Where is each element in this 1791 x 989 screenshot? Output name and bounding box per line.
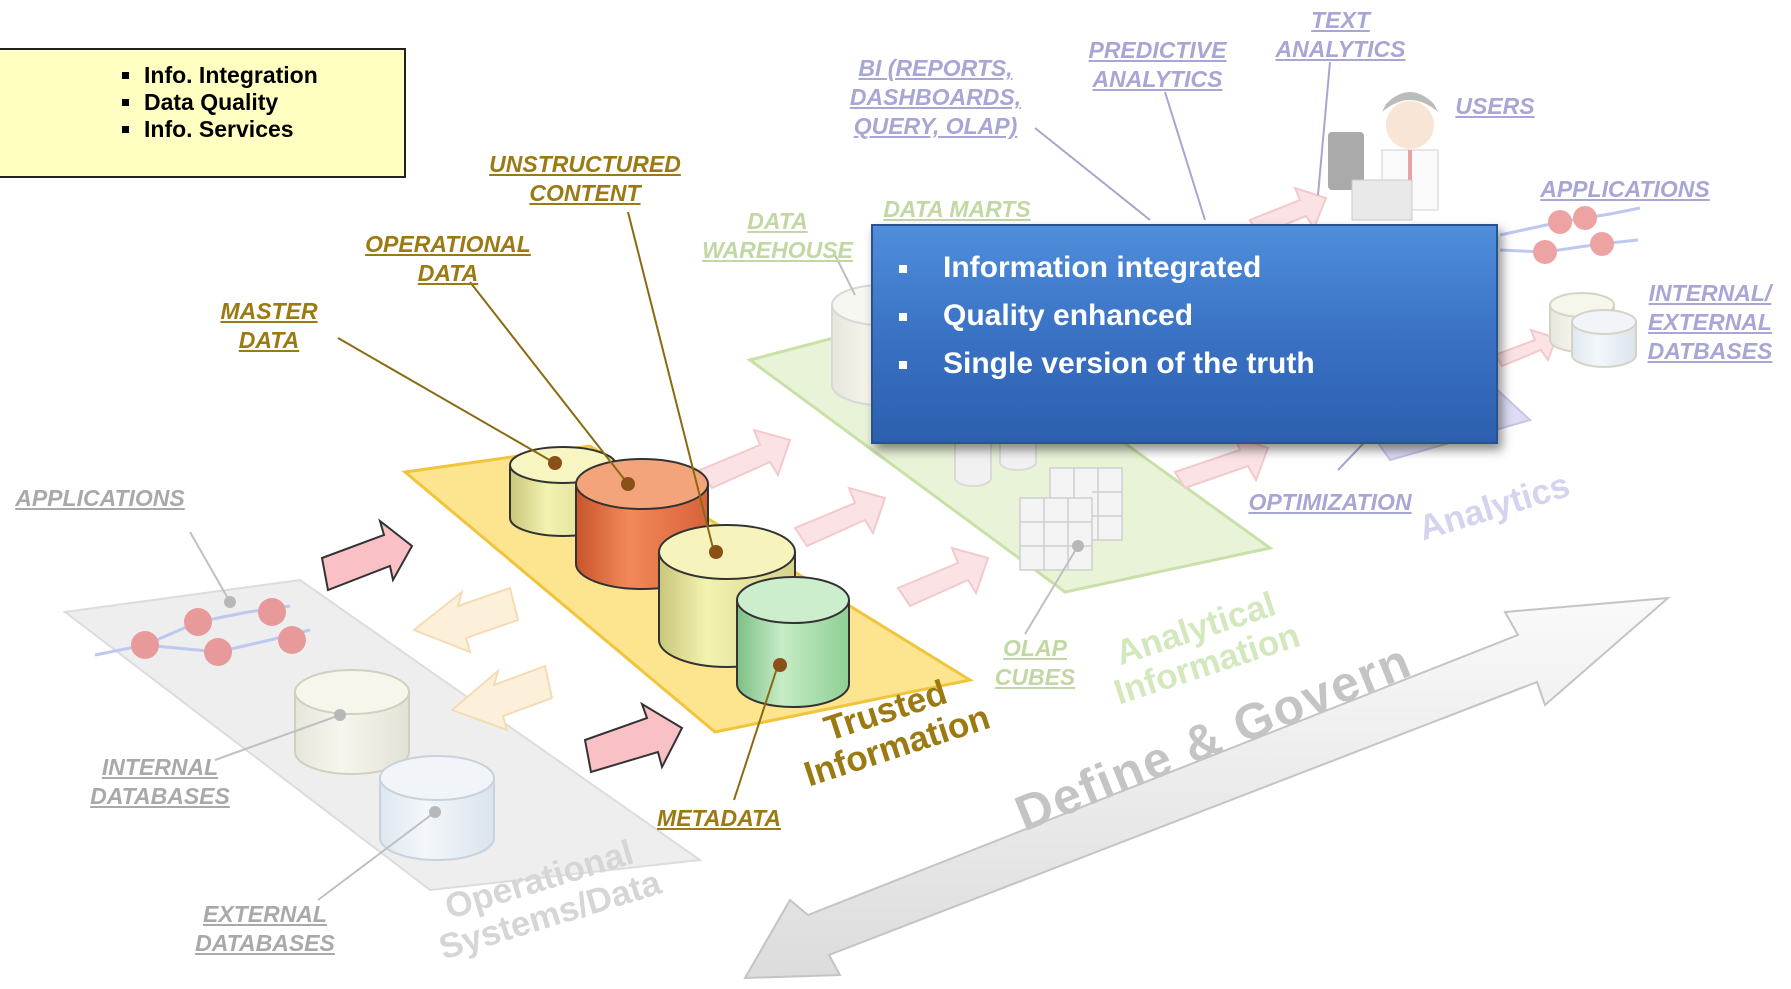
external-databases-cylinder: [379, 755, 495, 861]
label-line: MASTER: [220, 298, 318, 324]
label-line: TEXT: [1311, 7, 1370, 33]
label-line: QUERY, OLAP): [853, 113, 1018, 139]
label-predictive-analytics: PREDICTIVE ANALYTICS: [1075, 36, 1240, 94]
label-line: BI (REPORTS,: [858, 55, 1013, 81]
gold-leader-lines: [337, 211, 779, 801]
grey-dots: [224, 540, 1084, 818]
label-line: DATABASES: [90, 783, 230, 809]
label-line: DATA: [238, 327, 300, 353]
label-line: UNSTRUCTURED: [489, 151, 681, 177]
label-operational-data: OPERATIONAL DATA: [348, 230, 548, 288]
label-data-warehouse: DATA WAREHOUSE: [690, 207, 865, 265]
internal-databases-cylinder: [294, 669, 410, 775]
label-data-marts: DATA MARTS: [872, 195, 1042, 224]
label-line: DATBASES: [1647, 338, 1773, 364]
callout-box: Information integrated Quality enhanced …: [871, 224, 1498, 444]
label-line: APPLICATIONS: [1540, 176, 1710, 202]
label-users: USERS: [1440, 92, 1550, 121]
label-line: CUBES: [994, 664, 1076, 690]
label-line: INTERNAL/: [1648, 280, 1772, 306]
label-master-data: MASTER DATA: [189, 297, 349, 355]
label-internal-external-databases: INTERNAL/ EXTERNAL DATBASES: [1640, 279, 1780, 366]
define-govern-arrow: [743, 596, 1671, 980]
label-line: DATA MARTS: [883, 196, 1031, 222]
faded-orange-arrows: [412, 586, 554, 732]
label-line: USERS: [1455, 93, 1535, 119]
pink-arrow-in-lower: [583, 701, 684, 774]
applications-network-left: [94, 598, 311, 666]
callout-item: Single version of the truth: [895, 340, 1315, 388]
legend-item: Data Quality: [120, 89, 318, 116]
olap-cubes-icon: [1019, 467, 1123, 571]
label-line: EXTERNAL: [1648, 309, 1772, 335]
label-line: INTERNAL: [101, 754, 219, 780]
callout-item: Information integrated: [895, 244, 1315, 292]
label-line: PREDICTIVE: [1088, 37, 1227, 63]
label-olap-cubes: OLAP CUBES: [985, 634, 1085, 692]
label-line: EXTERNAL: [203, 901, 327, 927]
label-line: WAREHOUSE: [702, 237, 853, 263]
right-external-databases-cylinders: [1549, 292, 1637, 368]
user-icon: [1328, 92, 1439, 221]
label-metadata: METADATA: [644, 804, 794, 833]
callout-item: Quality enhanced: [895, 292, 1315, 340]
pink-arrow-in-upper: [320, 518, 414, 592]
label-line: DATA: [417, 260, 479, 286]
label-line: DASHBOARDS,: [849, 84, 1022, 110]
label-line: OLAP: [1003, 635, 1067, 661]
label-bi: BI (REPORTS, DASHBOARDS, QUERY, OLAP): [843, 54, 1028, 141]
label-internal-databases: INTERNAL DATABASES: [75, 753, 245, 811]
label-line: DATA: [747, 208, 808, 234]
label-line: DATABASES: [195, 930, 335, 956]
metadata-cylinder: [736, 576, 850, 708]
label-line: ANALYTICS: [1275, 36, 1406, 62]
label-line: OPTIMIZATION: [1248, 489, 1412, 515]
legend: Info. Integration Data Quality Info. Ser…: [0, 48, 406, 178]
grey-leader-lines: [189, 254, 1079, 901]
label-external-databases: EXTERNAL DATABASES: [180, 900, 350, 958]
applications-network-right: [1499, 206, 1641, 264]
label-unstructured-content: UNSTRUCTURED CONTENT: [485, 150, 685, 208]
label-line: OPERATIONAL: [365, 231, 531, 257]
label-line: APPLICATIONS: [15, 485, 185, 511]
label-applications-right: APPLICATIONS: [1530, 175, 1720, 204]
label-line: CONTENT: [529, 180, 641, 206]
gold-dots: [548, 456, 787, 672]
label-optimization: OPTIMIZATION: [1240, 488, 1420, 517]
label-applications-left: APPLICATIONS: [2, 484, 198, 513]
faded-leader-lines: [1034, 61, 1381, 471]
legend-item: Info. Services: [120, 116, 318, 143]
label-line: METADATA: [657, 805, 781, 831]
legend-item: Info. Integration: [120, 62, 318, 89]
label-text-analytics: TEXT ANALYTICS: [1268, 6, 1413, 64]
label-line: ANALYTICS: [1092, 66, 1223, 92]
